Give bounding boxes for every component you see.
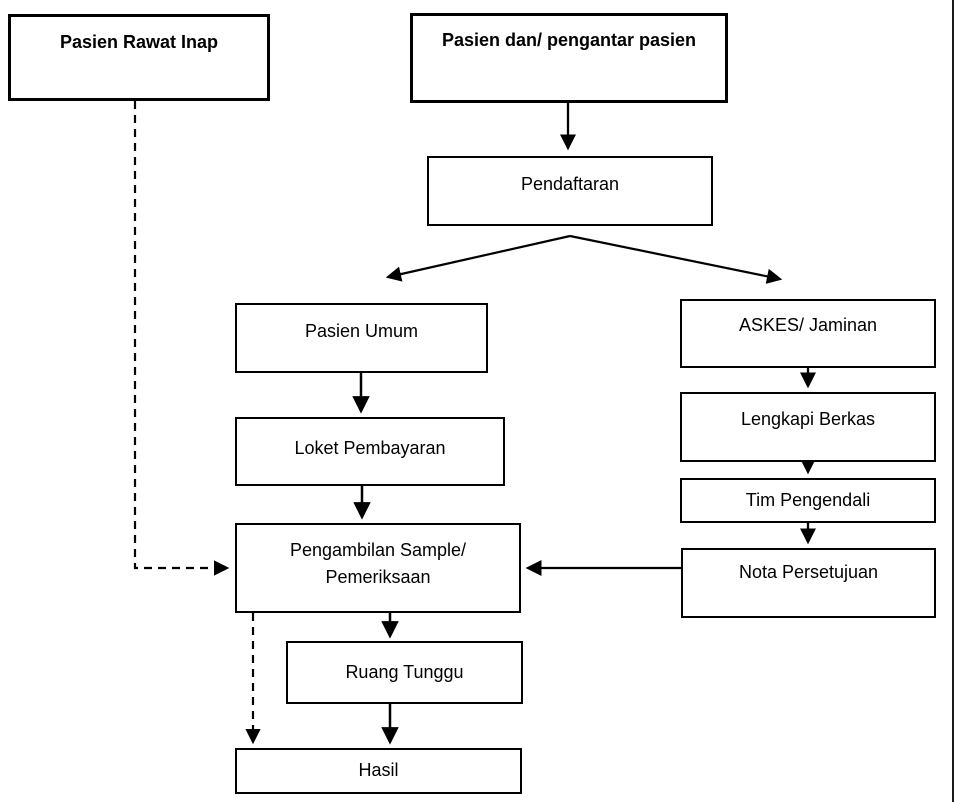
node-nota-persetujuan: Nota Persetujuan [681, 548, 936, 618]
node-tim-pengendali: Tim Pengendali [680, 478, 936, 523]
node-hasil-label: Hasil [358, 760, 399, 780]
node-askes-jaminan: ASKES/ Jaminan [680, 299, 936, 368]
page-right-border-line [952, 0, 954, 802]
node-pendaftaran-label: Pendaftaran [520, 174, 620, 194]
node-lengkapi-berkas-label: Lengkapi Berkas [740, 409, 876, 429]
node-ruang-tunggu: Ruang Tunggu [286, 641, 523, 704]
node-pengambilan-sample: Pengambilan Sample/ Pemeriksaan [235, 523, 521, 613]
node-pendaftaran: Pendaftaran [427, 156, 713, 226]
node-askes-jaminan-label: ASKES/ Jaminan [738, 315, 878, 335]
node-pasien-rawat-inap: Pasien Rawat Inap [8, 14, 270, 101]
node-pasien-pengantar-label: Pasien dan/ pengantar pasien [441, 30, 697, 50]
node-loket-pembayaran: Loket Pembayaran [235, 417, 505, 486]
node-pasien-umum: Pasien Umum [235, 303, 488, 373]
node-tim-pengendali-label: Tim Pengendali [745, 490, 871, 510]
node-pasien-rawat-inap-label: Pasien Rawat Inap [59, 32, 219, 52]
arrow-pendaftaran-to-askes-jaminan [569, 234, 783, 284]
node-lengkapi-berkas: Lengkapi Berkas [680, 392, 936, 462]
node-hasil: Hasil [235, 748, 522, 794]
node-pasien-umum-label: Pasien Umum [304, 321, 419, 341]
node-pengambilan-sample-label: Pengambilan Sample/ Pemeriksaan [289, 540, 467, 587]
node-nota-persetujuan-label: Nota Persetujuan [738, 562, 879, 582]
node-pasien-pengantar: Pasien dan/ pengantar pasien [410, 13, 728, 103]
node-ruang-tunggu-label: Ruang Tunggu [345, 662, 464, 682]
dashed-arrow-rawat-inap-to-pengambilan [133, 101, 230, 576]
arrow-pendaftaran-to-pasien-umum [385, 234, 571, 282]
node-loket-pembayaran-label: Loket Pembayaran [294, 438, 446, 458]
